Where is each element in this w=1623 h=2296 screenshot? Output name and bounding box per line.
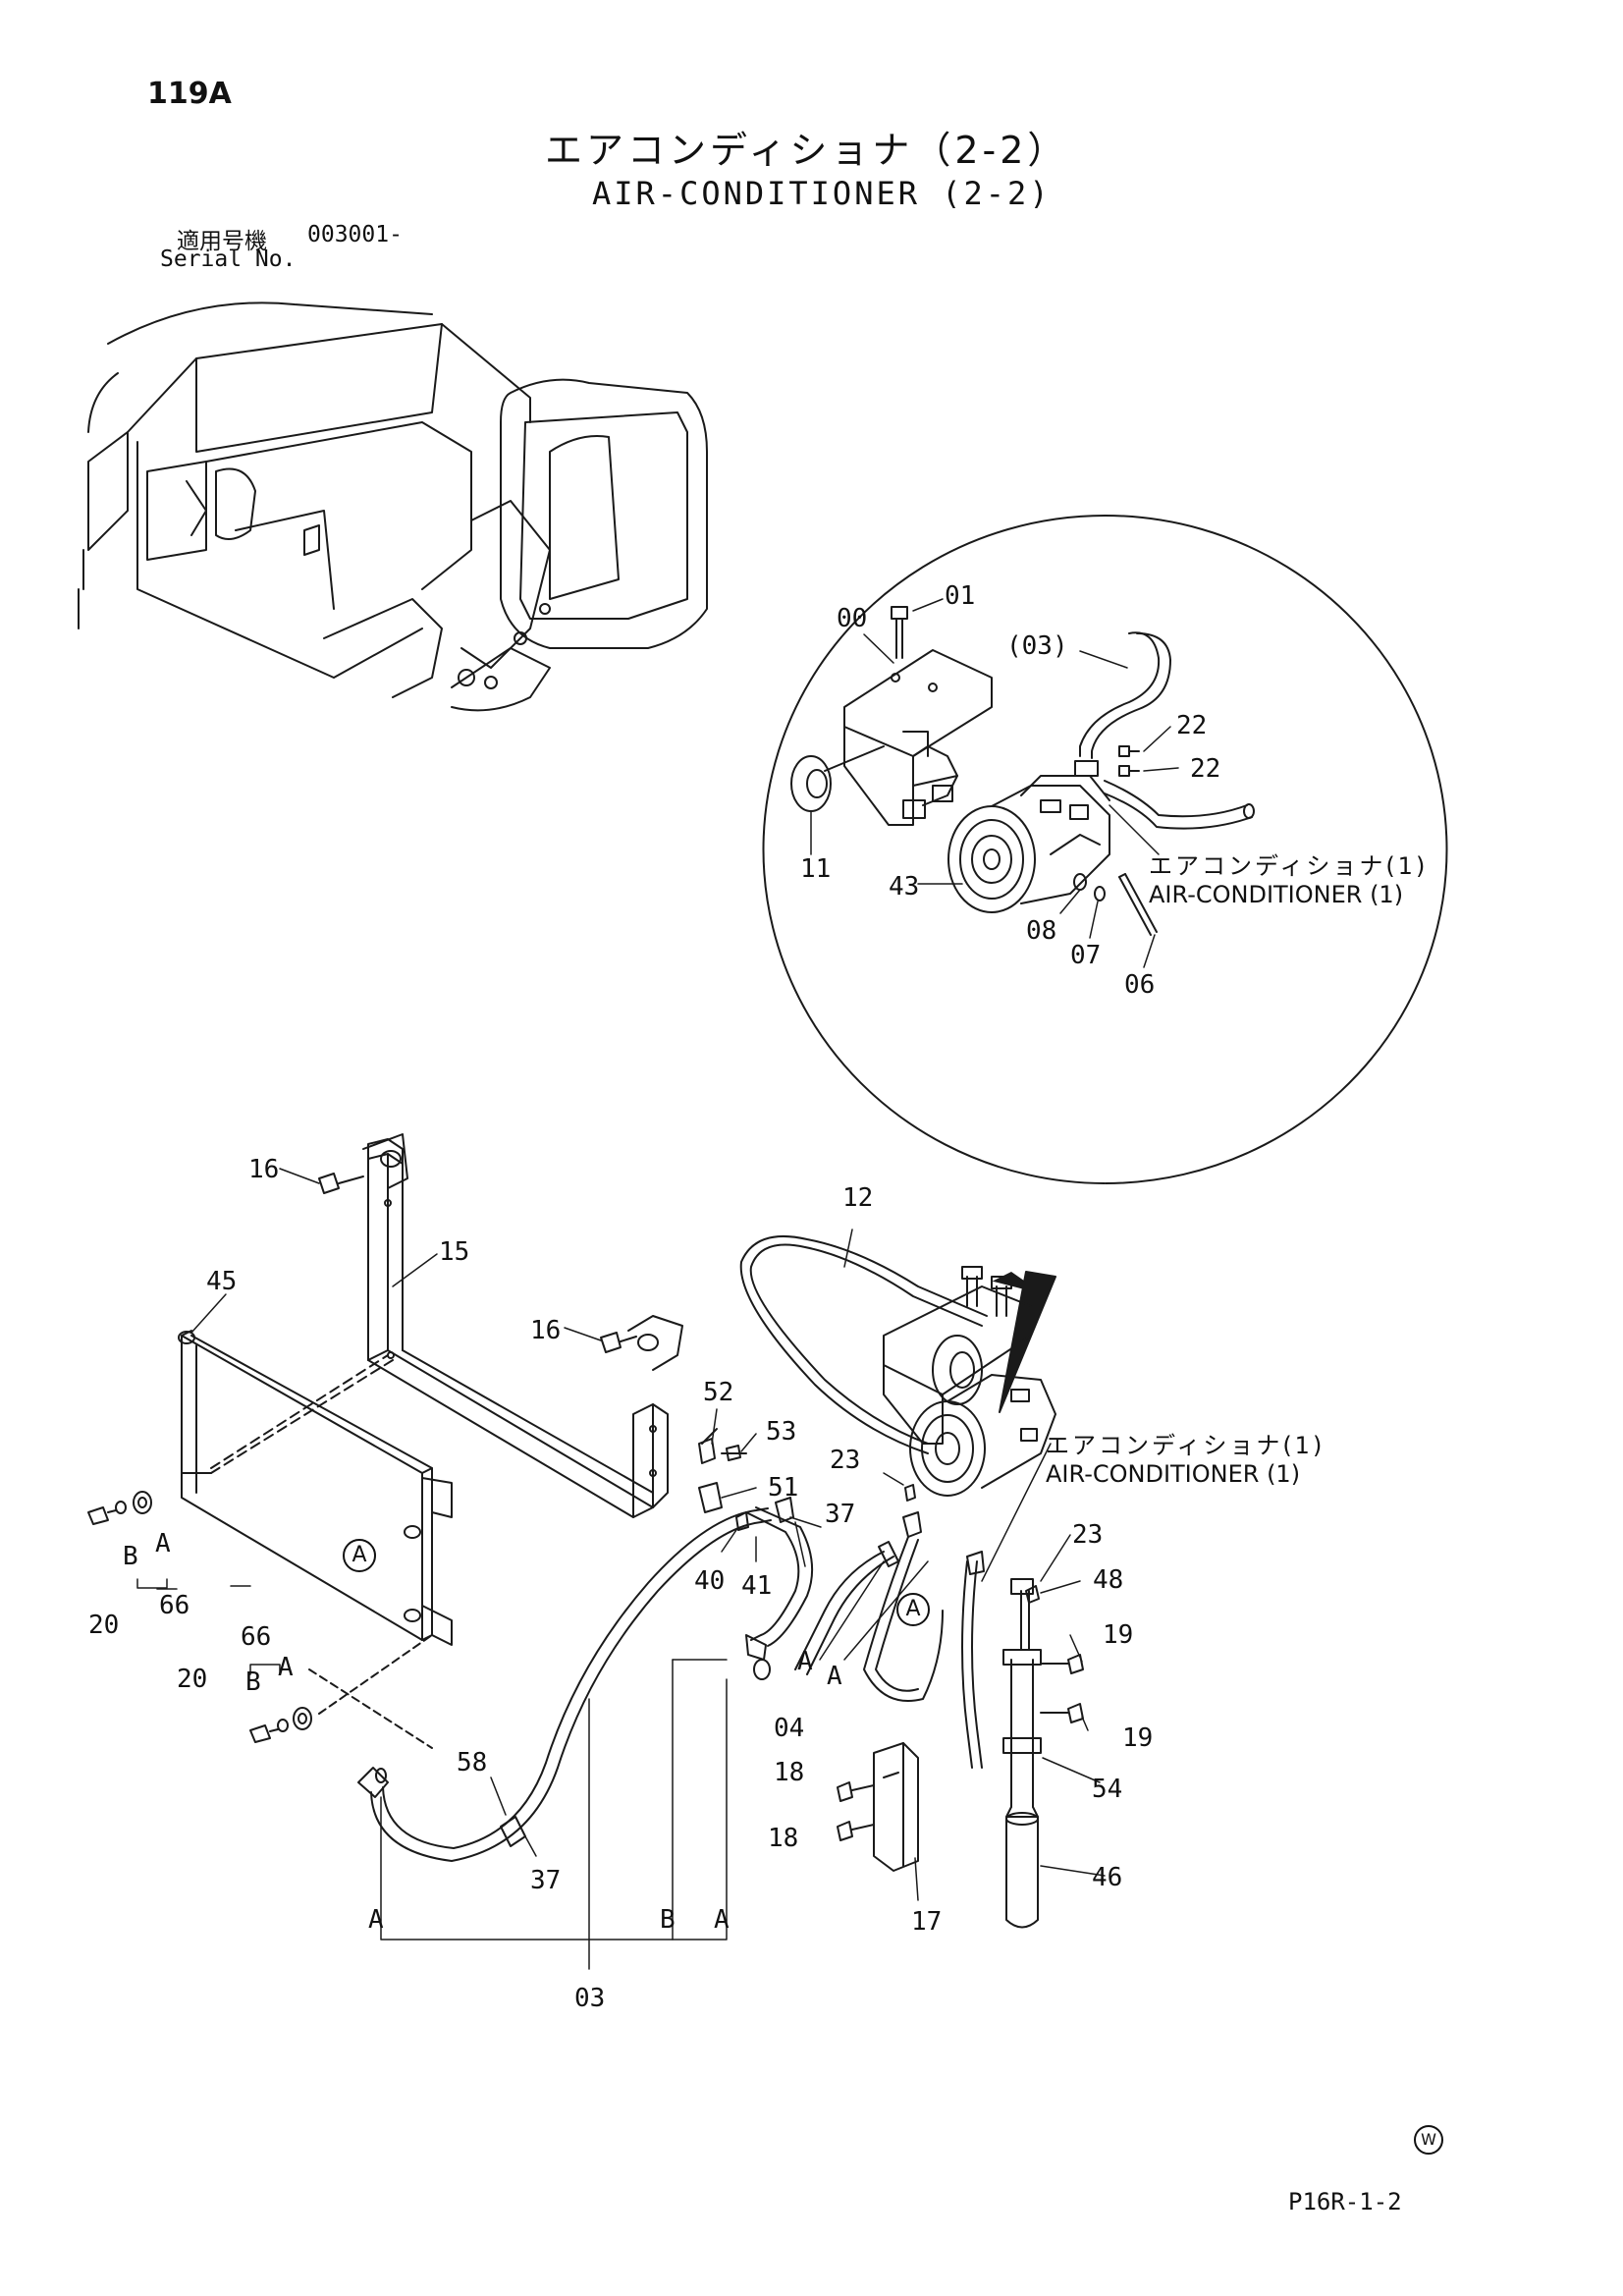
callout-12: 12 (842, 1183, 874, 1213)
callout-41: 41 (741, 1571, 773, 1601)
label-brackets (136, 1578, 281, 1675)
detail-bracket (843, 649, 993, 826)
callout-43: 43 (889, 872, 920, 902)
callout-17: 17 (911, 1907, 943, 1937)
callout-51: 51 (768, 1473, 799, 1503)
callout-53: 53 (766, 1417, 797, 1447)
bracket-17 (873, 1742, 919, 1872)
callout-22: 22 (1190, 754, 1221, 784)
callout-66: 66 (241, 1622, 272, 1652)
callout-08: 08 (1026, 916, 1057, 946)
callout-16: 16 (530, 1316, 562, 1345)
callout-54: 54 (1092, 1775, 1123, 1804)
serial-number-value: 003001- (307, 222, 403, 247)
callout-37: 37 (825, 1500, 856, 1529)
manufacturer-mark-icon: W (1414, 2125, 1443, 2155)
callout-11: 11 (800, 854, 832, 884)
callout-40: 40 (694, 1566, 726, 1596)
connection-letter-a: A (827, 1662, 842, 1691)
receiver-dryer (1002, 1578, 1042, 1929)
callout-48: 48 (1093, 1565, 1124, 1595)
circled-a-marker: A (896, 1593, 930, 1626)
serial-label-japanese: 適用号機 (177, 229, 267, 254)
callout-18: 18 (774, 1758, 805, 1787)
detail-idler-pulley (790, 745, 885, 812)
callout-20: 20 (177, 1665, 208, 1694)
condenser-fasteners (87, 1491, 433, 1749)
serial-label-english: Serial No. (160, 246, 297, 272)
condenser (178, 1330, 453, 1646)
detail-small-parts (1073, 745, 1158, 936)
connection-letter-b: B (245, 1667, 261, 1697)
leader-lines (156, 1168, 1106, 1901)
connection-letter-a: A (714, 1905, 730, 1935)
belt-and-compressor (739, 1235, 1056, 1497)
detail-hose-03 (1074, 631, 1255, 830)
detail-bolt-01 (891, 606, 908, 659)
bottom-bracket (380, 1659, 728, 1970)
callout-45: 45 (206, 1267, 238, 1296)
callout-00: 00 (837, 604, 868, 633)
detail-leader-lines (810, 598, 1179, 968)
drawing-code: P16R-1-2 (1288, 2188, 1402, 2215)
callout-06: 06 (1124, 970, 1156, 1000)
air-conditioner-1-reference-main: エアコンディショナ(1) AIR-CONDITIONER (1) (1046, 1426, 1325, 1488)
connection-letter-a: A (278, 1653, 294, 1682)
connection-letter-a: A (155, 1529, 171, 1558)
callout-03: 03 (574, 1984, 606, 2013)
machine-overview (78, 301, 708, 712)
hose-clamps (698, 1428, 747, 1513)
main-hose (357, 1497, 814, 1862)
callout-03-ref: (03) (1006, 631, 1068, 661)
callout-22: 22 (1176, 711, 1208, 740)
callout-15: 15 (439, 1237, 470, 1267)
connection-letter-a: A (368, 1905, 384, 1935)
frame-bolts (318, 1173, 637, 1353)
title-japanese: エアコンディショナ（2-2） (545, 129, 1069, 172)
callout-23: 23 (1072, 1520, 1104, 1550)
title-english: AIR-CONDITIONER (2-2) (592, 175, 1052, 212)
detail-compressor (947, 775, 1110, 913)
callout-19: 19 (1122, 1723, 1154, 1753)
callout-16: 16 (248, 1155, 280, 1184)
callout-58: 58 (457, 1748, 488, 1777)
callout-46: 46 (1092, 1863, 1123, 1892)
pipes-04 (794, 1511, 985, 1769)
callout-66: 66 (159, 1591, 190, 1620)
support-frame (362, 1133, 683, 1518)
connection-letter-b: B (660, 1905, 676, 1935)
reference-label-japanese: エアコンディショナ(1) (1046, 1432, 1325, 1459)
callout-18: 18 (768, 1824, 799, 1853)
callout-19: 19 (1103, 1620, 1134, 1650)
callout-04: 04 (774, 1714, 805, 1743)
callout-23: 23 (830, 1446, 861, 1475)
callout-07: 07 (1070, 941, 1102, 970)
detail-circle (762, 515, 1448, 1413)
callout-01: 01 (945, 581, 976, 611)
circled-a-marker: A (343, 1539, 376, 1572)
reference-label-english: AIR-CONDITIONER (1) (1149, 881, 1404, 908)
callout-52: 52 (703, 1378, 734, 1407)
page-number: 119A (147, 77, 232, 111)
reference-label-english: AIR-CONDITIONER (1) (1046, 1460, 1301, 1488)
air-conditioner-1-reference-detail: エアコンディショナ(1) AIR-CONDITIONER (1) (1149, 847, 1428, 908)
connection-letter-b: B (123, 1542, 138, 1571)
reference-label-japanese: エアコンディショナ(1) (1149, 852, 1429, 880)
callout-37: 37 (530, 1866, 562, 1895)
bolts-18-19 (837, 1484, 1084, 1841)
connection-letter-a: A (797, 1647, 813, 1676)
callout-20: 20 (88, 1611, 120, 1640)
